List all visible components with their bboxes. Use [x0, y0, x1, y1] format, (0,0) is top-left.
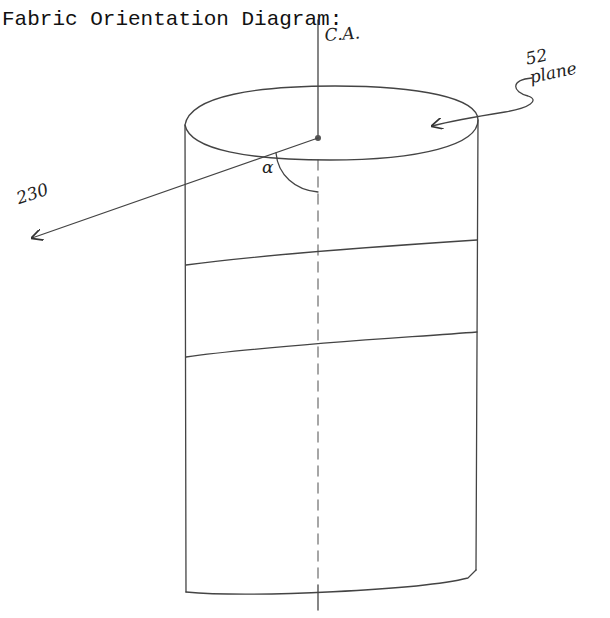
diagram-title: Fabric Orientation Diagram: — [2, 8, 342, 31]
core-axis — [317, 585, 318, 610]
plane-label: 52 plane — [524, 38, 590, 87]
plane-pointer — [432, 78, 533, 126]
core-axis — [317, 20, 318, 137]
alpha-arc — [276, 153, 318, 192]
cylinder-side — [476, 120, 478, 570]
core-break — [186, 240, 477, 265]
core-axis-label: C.A. — [324, 24, 361, 45]
cylinder-bottom — [186, 570, 476, 594]
angle-label: α — [262, 158, 273, 177]
trend-arrow — [32, 138, 318, 238]
cylinder-side — [185, 125, 186, 592]
s2-plane-ellipse — [185, 86, 478, 160]
trend-label: 230 — [14, 180, 51, 208]
core-break — [186, 332, 477, 357]
hidden-axis — [317, 160, 318, 585]
